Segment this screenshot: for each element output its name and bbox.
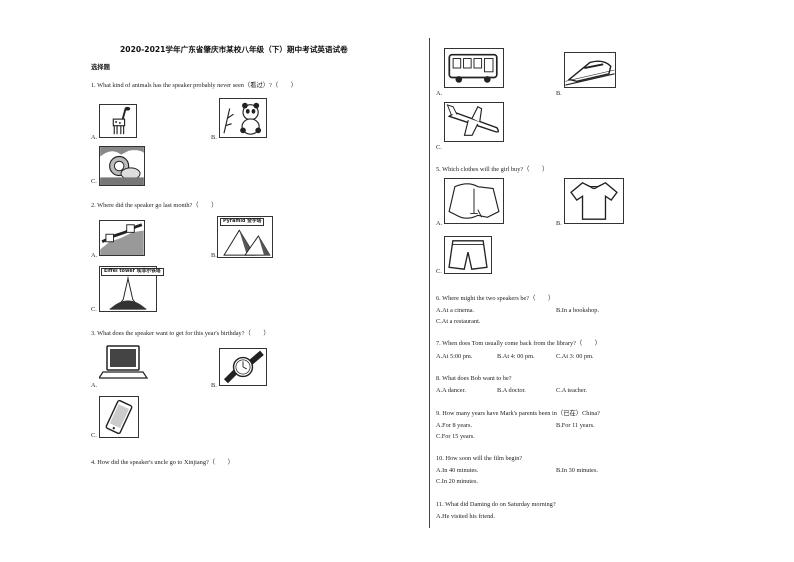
q4-option-a-label[interactable]: A.: [436, 90, 443, 97]
question-8-text: 8. What does Bob want to be?: [436, 375, 512, 382]
tshirt-icon: [570, 182, 618, 220]
great-wall-picture[interactable]: [99, 220, 145, 256]
q6-option-b[interactable]: B.In a bookshop.: [556, 307, 600, 314]
q3-option-b-label[interactable]: B.: [211, 382, 217, 389]
q5-option-b-label[interactable]: B.: [556, 220, 562, 227]
train-icon: [565, 60, 615, 86]
question-7-text: 7. When does Tom usually come back from …: [436, 340, 602, 347]
q6-option-c[interactable]: C.At a restaurant.: [436, 318, 481, 325]
tshirt-picture[interactable]: [564, 178, 624, 224]
q7-option-a[interactable]: A.At 5:00 pm.: [436, 353, 473, 360]
q7-option-c[interactable]: C.At 3: 00 pm.: [556, 353, 594, 360]
q4-option-c-label[interactable]: C.: [436, 144, 442, 151]
q9-option-a[interactable]: A.For 8 years.: [436, 422, 473, 429]
pyramid-icon: [223, 229, 271, 256]
plane-picture[interactable]: [444, 102, 504, 142]
eiffel-tower-icon: [109, 276, 147, 310]
question-1-text: 1. What kind of animals has the speaker …: [91, 82, 298, 89]
q8-option-a[interactable]: A.A dancer.: [436, 387, 466, 394]
watch-picture[interactable]: [219, 348, 267, 386]
q5-option-a-label[interactable]: A.: [436, 220, 443, 227]
q9-option-b[interactable]: B.For 11 years.: [556, 422, 595, 429]
q3-option-c-label[interactable]: C.: [91, 432, 97, 439]
question-11-text: 11. What did Daming do on Saturday morni…: [436, 501, 556, 508]
lion-icon: [100, 147, 144, 185]
q9-option-c[interactable]: C.For 15 years.: [436, 433, 475, 440]
sweater-picture[interactable]: [444, 178, 504, 224]
lion-picture[interactable]: [99, 146, 145, 186]
great-wall-icon: [100, 223, 144, 255]
sweater-icon: [448, 183, 500, 219]
q2-option-a-label[interactable]: A.: [91, 252, 98, 259]
q7-option-b[interactable]: B.At 4: 00 pm.: [497, 353, 535, 360]
question-2-text: 2. Where did the speaker go last month?（…: [91, 202, 218, 209]
section-heading: 选择题: [91, 64, 110, 71]
q2-option-b-label[interactable]: B.: [211, 252, 217, 259]
q6-option-a[interactable]: A.At a cinema.: [436, 307, 475, 314]
laptop-picture[interactable]: [99, 344, 149, 380]
q3-option-a-label[interactable]: A.: [91, 382, 98, 389]
smartphone-icon: [105, 399, 133, 435]
bus-icon: [448, 53, 498, 83]
column-divider: [429, 38, 430, 528]
q10-option-b[interactable]: B.In 30 minutes.: [556, 467, 598, 474]
q5-option-c-label[interactable]: C.: [436, 268, 442, 275]
q11-option-a[interactable]: A.He visited his friend.: [436, 513, 495, 520]
pyramid-label: Pyramid 金字塔: [220, 218, 265, 226]
shorts-picture[interactable]: [444, 236, 492, 274]
eiffel-tower-label: Eiffel tower 埃菲尔铁塔: [101, 268, 164, 276]
train-picture[interactable]: [564, 52, 616, 88]
laptop-icon: [99, 345, 149, 379]
q2-option-c-label[interactable]: C.: [91, 306, 97, 313]
watch-icon: [223, 350, 264, 384]
question-4-text: 4. How did the speaker's uncle go to Xin…: [91, 459, 234, 466]
q8-option-b[interactable]: B.A doctor.: [497, 387, 526, 394]
q8-option-c[interactable]: C.A teacher.: [556, 387, 587, 394]
q4-option-b-label[interactable]: B.: [556, 90, 562, 97]
airplane-icon: [446, 104, 500, 136]
giraffe-picture[interactable]: [99, 104, 137, 138]
q1-option-a-label[interactable]: A.: [91, 134, 98, 141]
question-3-text: 3. What does the speaker want to get for…: [91, 330, 270, 337]
giraffe-icon: [112, 106, 131, 135]
question-10-text: 10. How soon will the film begin?: [436, 455, 523, 462]
q1-option-c-label[interactable]: C.: [91, 178, 97, 185]
q10-option-a[interactable]: A.In 40 minutes.: [436, 467, 479, 474]
panda-icon: [223, 102, 262, 135]
page-title: 2020-2021学年广东省肇庆市某校八年级（下）期中考试英语试卷: [120, 45, 348, 54]
phone-picture[interactable]: [99, 396, 139, 438]
bus-picture[interactable]: [444, 48, 504, 88]
panda-picture[interactable]: [219, 98, 267, 138]
q10-option-c[interactable]: C.In 20 minutes.: [436, 478, 478, 485]
question-6-text: 6. Where might the two speakers be?（ ）: [436, 295, 555, 302]
question-5-text: 5. Which clothes will the girl buy?（ ）: [436, 166, 549, 173]
question-9-text: 9. How many years have Mark's parents be…: [436, 410, 600, 417]
q1-option-b-label[interactable]: B.: [211, 134, 217, 141]
shorts-icon: [448, 240, 488, 270]
